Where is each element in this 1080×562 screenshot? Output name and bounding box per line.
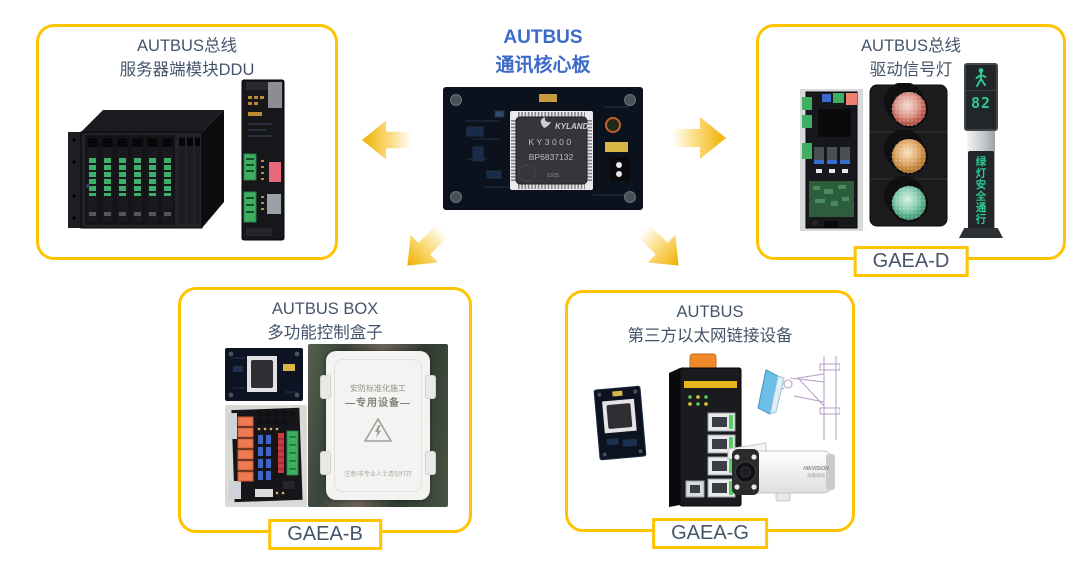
electric-warning-icon	[364, 418, 392, 442]
amber-light	[884, 129, 928, 175]
ky3000-chip: KYLAND KY3000 BP6837132 1925	[510, 111, 593, 190]
camera-brand-cn: 海康威视	[807, 472, 825, 479]
enclosure-body: 安防标准化施工 —专用设备— 注意!非专业人士请勿打开	[320, 351, 436, 500]
core-board-photo: KYLAND KY3000 BP6837132 1925	[443, 87, 643, 210]
corner-screws	[450, 94, 636, 203]
chip-brand: KYLAND	[555, 122, 589, 131]
green-light	[884, 176, 928, 222]
capacitor	[539, 94, 557, 102]
card-terminal-green	[243, 153, 257, 181]
tag-gaea-d: GAEA-D	[853, 246, 969, 277]
card-terminal-green	[243, 191, 257, 223]
enclosure-subtitle: —专用设备—	[345, 398, 411, 409]
red-strip	[278, 433, 284, 473]
core-module-small	[593, 385, 647, 461]
red-light	[884, 83, 928, 128]
rj45-ports	[707, 412, 736, 498]
ddu-rack-chassis	[68, 110, 224, 229]
enclosure-hinge	[320, 451, 331, 475]
countdown-display: 82	[966, 90, 996, 115]
yellow-component	[605, 142, 628, 152]
relays	[814, 147, 850, 164]
enclosure-latch	[425, 451, 436, 475]
outdoor-control-enclosure: 安防标准化施工 —专用设备— 注意!非专业人士请勿打开	[308, 344, 448, 507]
ddu-blank-slots	[179, 136, 200, 224]
card-connector-gray	[267, 194, 281, 214]
ctrl-title-line2: 多功能控制盒子	[267, 323, 383, 342]
core-module-board	[225, 348, 303, 401]
signal-title-line2: 驱动信号灯	[869, 60, 953, 79]
arrow-down-right-icon	[637, 224, 679, 266]
signal-box-title: AUTBUS总线 驱动信号灯	[759, 35, 1063, 83]
center-title: AUTBUS 通讯核心板	[420, 24, 666, 79]
pedestrian-signal-pole: 82 绿灯安全通行	[953, 63, 1009, 239]
signal-driver-board	[800, 89, 863, 231]
ctrl-box-title: AUTBUS BOX 多功能控制盒子	[181, 298, 469, 346]
connector-block	[609, 157, 630, 181]
pole-banner-text: 绿灯安全通行	[974, 155, 987, 225]
box-control-box: AUTBUS BOX 多功能控制盒子 GAEA-B	[178, 287, 472, 550]
server-title-line1: AUTBUS总线	[137, 37, 237, 55]
chip-part: BP6837132	[529, 152, 574, 162]
led-component	[605, 117, 621, 133]
arrow-left-icon	[362, 120, 412, 160]
walking-man-icon	[975, 68, 987, 87]
box-server-ddu: AUTBUS总线 服务器端模块DDU	[36, 24, 338, 260]
center-title-line1: AUTBUS	[503, 27, 583, 48]
camera-led-spots	[734, 454, 757, 490]
switch-label-strip	[684, 381, 737, 388]
pcb-traces	[465, 106, 629, 196]
enclosure-title: 安防标准化施工	[350, 384, 406, 393]
chip-date: 1925	[547, 173, 559, 179]
eth-box-title: AUTBUS 第三方以太网链接设备	[568, 301, 852, 349]
box-signal-lights: AUTBUS总线 驱动信号灯 GAEA-D	[756, 24, 1066, 277]
arrow-right-icon	[672, 117, 726, 159]
tag-gaea-g: GAEA-G	[652, 518, 768, 549]
kyland-logo	[540, 117, 551, 128]
camera-brand: HIKVISION	[803, 466, 829, 472]
traffic-light	[869, 83, 948, 227]
enclosure-latch	[425, 375, 436, 399]
ddu-modules	[85, 135, 175, 225]
ddu-plugin-card	[241, 79, 285, 241]
enclosure-hinge	[320, 375, 331, 399]
connector-pin	[616, 171, 622, 177]
switch-leds	[688, 395, 708, 406]
orange-relays	[237, 416, 254, 482]
server-title-line2: 服务器端模块DDU	[119, 60, 255, 79]
chip-model: KY3000	[528, 137, 573, 147]
enclosure-note: 注意!非专业人士请勿打开	[344, 472, 412, 478]
eth-title-line2: 第三方以太网链接设备	[627, 326, 793, 345]
server-box-title: AUTBUS总线 服务器端模块DDU	[39, 35, 335, 83]
ethernet-switch	[669, 353, 742, 507]
card-connector-pink	[269, 162, 281, 182]
connector-pin	[616, 162, 622, 168]
ctrl-title-line1: AUTBUS BOX	[271, 300, 379, 318]
pole-mount-bracket-drawing	[757, 356, 840, 440]
enclosure-panel	[334, 359, 422, 492]
bullet-camera: HIKVISION 海康威视	[727, 442, 835, 502]
arrow-down-left-icon	[407, 224, 449, 266]
eth-title-line1: AUTBUS	[676, 303, 744, 321]
signal-title-line1: AUTBUS总线	[861, 37, 961, 55]
tag-gaea-b: GAEA-B	[268, 519, 382, 550]
relay-board	[225, 405, 307, 507]
pole-banner: 绿灯安全通行	[968, 151, 994, 229]
center-title-line2: 通讯核心板	[495, 54, 591, 76]
pole-base	[959, 228, 1003, 238]
box-ethernet-devices: AUTBUS 第三方以太网链接设备 GAEA-G	[565, 290, 855, 549]
pole-display: 82	[964, 63, 998, 131]
blue-components	[258, 435, 271, 480]
